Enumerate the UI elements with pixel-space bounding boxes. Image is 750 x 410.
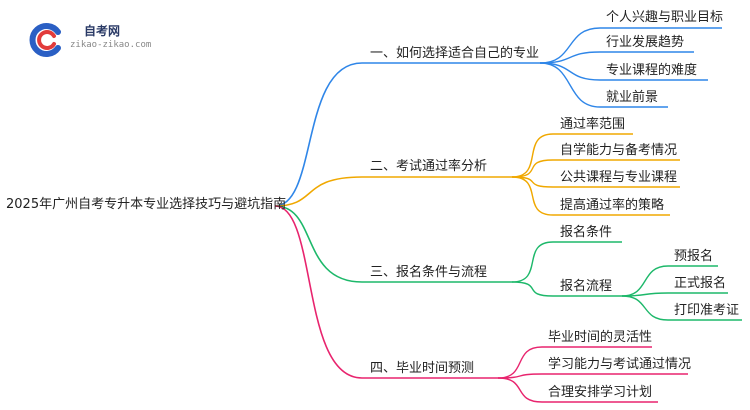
branch-2-child-2: 自学能力与备考情况 [560, 143, 678, 158]
connector-b3-g3 [621, 295, 742, 321]
branch-2-child-3: 公共课程与专业课程 [560, 170, 678, 185]
connector-b1-c4 [539, 62, 668, 108]
branch-3-grandchild-3: 打印准考证 [674, 303, 740, 318]
branch-3-child-1: 报名条件 [560, 225, 613, 240]
connector-b2-c2 [511, 159, 680, 178]
connector-b3-g1 [621, 265, 718, 297]
branch-1-child-3: 专业课程的难度 [606, 63, 698, 78]
connector-b1-c3 [539, 62, 708, 81]
branch-1-child-2: 行业发展趋势 [606, 35, 685, 50]
branch-1-label: 一、如何选择适合自己的专业 [370, 46, 540, 61]
branch-2-child-4: 提高通过率的策略 [560, 198, 665, 213]
connector-b1-c1 [539, 27, 722, 64]
branch-3-child-2: 报名流程 [560, 279, 613, 294]
branch-4-label: 四、毕业时间预测 [370, 361, 475, 376]
connector-b2-c1 [511, 133, 633, 178]
branch-4-child-1: 毕业时间的灵活性 [548, 330, 653, 345]
connector-root-b3 [274, 205, 512, 283]
branch-3-label: 三、报名条件与流程 [370, 265, 488, 280]
connector-b2-c4 [511, 176, 670, 216]
logo-subtitle: zikao-zikao.com [70, 40, 152, 50]
branch-4-child-3: 合理安排学习计划 [548, 385, 653, 400]
connector-root-b1 [274, 62, 540, 207]
connector-b4-c2 [497, 373, 688, 379]
branch-4-child-2: 学习能力与考试通过情况 [548, 357, 692, 372]
branch-1-child-1: 个人兴趣与职业目标 [606, 10, 724, 25]
connector-b3-g2 [621, 292, 728, 297]
connector-b2-c3 [511, 176, 680, 188]
connector-root-b4 [274, 205, 498, 379]
connector-b3-c2 [511, 281, 622, 297]
connector-b1-c2 [539, 51, 694, 64]
logo: 自考网 zikao-zikao.com [28, 18, 152, 58]
logo-mark-icon [29, 23, 61, 57]
root-topic: 2025年广州自考专升本专业选择技巧与避坑指南 [6, 197, 287, 212]
branch-2-child-1: 通过率范围 [560, 117, 626, 132]
connector-b4-c3 [497, 377, 658, 403]
branch-3-grandchild-2: 正式报名 [674, 276, 727, 291]
branch-2-label: 二、考试通过率分析 [370, 159, 488, 174]
connector-root-b2 [274, 176, 512, 207]
branch-3-grandchild-1: 预报名 [674, 249, 714, 264]
connector-b4-c1 [497, 346, 652, 379]
logo-title: 自考网 [84, 24, 121, 38]
connector-b3-c1 [511, 241, 622, 283]
branch-1-child-4: 就业前景 [606, 90, 659, 105]
